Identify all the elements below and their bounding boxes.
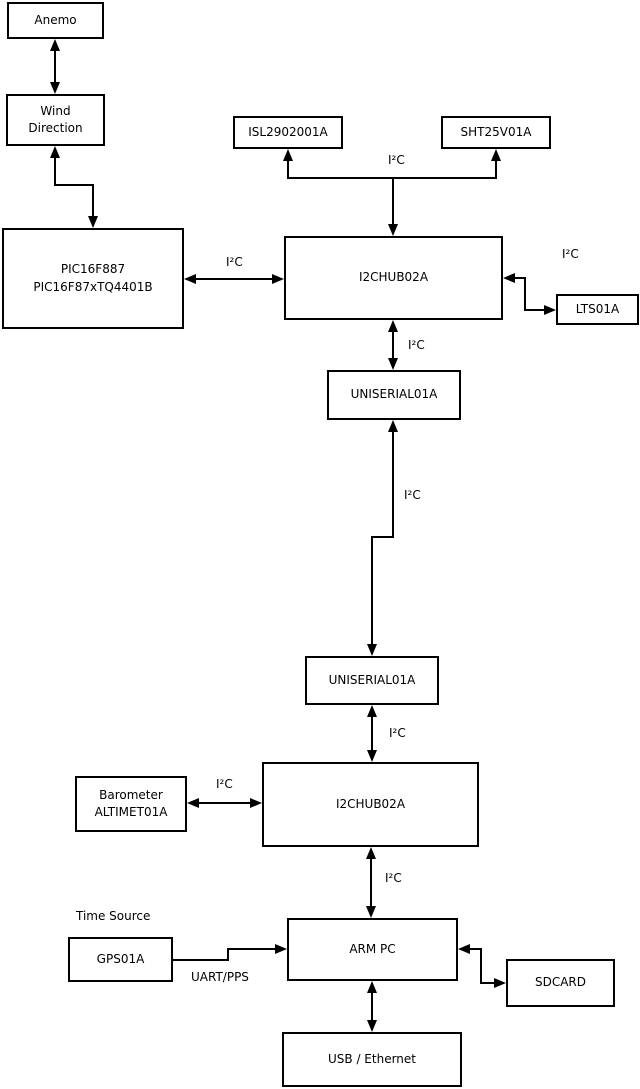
line-segment	[371, 715, 373, 752]
node-uniserial01a-1-label: UNISERIAL01A	[350, 387, 438, 402]
arrowhead	[491, 149, 501, 161]
node-uniserial01a-1: UNISERIAL01A	[327, 370, 461, 420]
arrowhead	[366, 906, 376, 918]
label-i2c-hub1-lts: I²C	[562, 247, 579, 261]
line-segment	[370, 857, 372, 908]
line-segment	[371, 537, 373, 646]
node-gps01a: GPS01A	[68, 937, 173, 982]
node-i2chub02a-1-label: I2CHUB02A	[358, 270, 429, 285]
line-segment	[371, 991, 373, 1022]
node-sdcard-label: SDCARD	[534, 975, 587, 990]
arrowhead	[184, 274, 196, 284]
line-segment	[524, 309, 546, 311]
line-segment	[54, 49, 56, 85]
node-anemo-label: Anemo	[34, 12, 77, 27]
line-segment	[198, 802, 252, 804]
node-usb-ethernet: USB / Ethernet	[282, 1032, 462, 1087]
arrowhead	[275, 944, 287, 954]
arrowhead	[272, 274, 284, 284]
node-sht25v01a-label: SHT25V01A	[460, 124, 532, 139]
label-i2c-sensors: I²C	[388, 153, 405, 167]
line-segment	[54, 184, 94, 186]
label-time-source: Time Source	[76, 909, 151, 923]
label-i2c-uniserial2-hub2: I²C	[389, 726, 406, 740]
line-segment	[195, 278, 274, 280]
arrowhead	[366, 847, 376, 859]
line-segment	[173, 959, 228, 961]
label-i2c-pic-hub1: I²C	[226, 255, 243, 269]
label-i2c-baro-hub2: I²C	[216, 777, 233, 791]
node-barometer-altimet01a: Barometer ALTIMET01A	[75, 776, 187, 832]
node-usb-ethernet-label: USB / Ethernet	[328, 1051, 416, 1066]
arrowhead	[187, 798, 199, 808]
node-sht25v01a: SHT25V01A	[441, 116, 551, 149]
node-isl2902001a: ISL2902001A	[233, 116, 343, 149]
arrowhead	[50, 146, 60, 158]
node-isl2902001a-label: ISL2902001A	[248, 124, 328, 139]
label-i2c-hub2-arm: I²C	[385, 871, 402, 885]
line-segment	[227, 948, 229, 961]
node-lts01a: LTS01A	[556, 294, 639, 325]
node-anemo: Anemo	[7, 2, 104, 39]
node-barometer-altimet01a-label: Barometer ALTIMET01A	[94, 787, 168, 819]
line-segment	[54, 156, 56, 186]
line-segment	[480, 948, 482, 984]
arrowhead	[367, 644, 377, 656]
arrowhead	[503, 273, 515, 283]
line-segment	[371, 536, 394, 538]
line-segment	[227, 948, 275, 950]
node-gps01a-label: GPS01A	[96, 951, 145, 966]
node-arm-pc-label: ARM PC	[349, 941, 396, 956]
node-wind-direction-label: Wind Direction	[28, 103, 83, 135]
arrowhead	[50, 39, 60, 51]
line-segment	[392, 178, 394, 226]
arrowhead	[494, 978, 506, 988]
node-i2chub02a-2-label: I2CHUB02A	[335, 796, 406, 811]
node-i2chub02a-2: I2CHUB02A	[262, 762, 479, 847]
line-segment	[468, 948, 482, 950]
line-segment	[513, 277, 526, 279]
arrowhead	[283, 149, 293, 161]
line-segment	[524, 277, 526, 311]
arrowhead	[388, 358, 398, 370]
line-segment	[287, 159, 289, 179]
node-pic16f887: PIC16F887 PIC16F87xTQ4401B	[2, 228, 184, 329]
node-i2chub02a-1: I2CHUB02A	[284, 236, 503, 320]
arrowhead	[367, 981, 377, 993]
line-segment	[392, 430, 394, 538]
arrowhead	[88, 216, 98, 228]
arrowhead	[388, 320, 398, 332]
arrowhead	[388, 420, 398, 432]
arrowhead	[367, 1020, 377, 1032]
node-pic16f887-label: PIC16F887 PIC16F87xTQ4401B	[33, 262, 153, 294]
arrowhead	[367, 750, 377, 762]
arrowhead	[250, 798, 262, 808]
node-sdcard: SDCARD	[506, 959, 615, 1007]
line-segment	[480, 982, 494, 984]
node-lts01a-label: LTS01A	[575, 301, 620, 316]
line-segment	[495, 159, 497, 179]
node-wind-direction: Wind Direction	[6, 94, 105, 146]
node-uniserial01a-2: UNISERIAL01A	[305, 656, 439, 705]
label-uart-pps: UART/PPS	[191, 970, 249, 984]
node-arm-pc: ARM PC	[287, 918, 458, 981]
node-uniserial01a-2-label: UNISERIAL01A	[328, 672, 416, 687]
arrowhead	[50, 82, 60, 94]
line-segment	[392, 330, 394, 360]
arrowhead	[458, 944, 470, 954]
arrowhead	[388, 224, 398, 236]
arrowhead	[544, 305, 556, 315]
line-segment	[92, 184, 94, 218]
label-i2c-uniserial-link: I²C	[404, 488, 421, 502]
label-i2c-hub1-uniserial1: I²C	[408, 338, 425, 352]
arrowhead	[367, 705, 377, 717]
